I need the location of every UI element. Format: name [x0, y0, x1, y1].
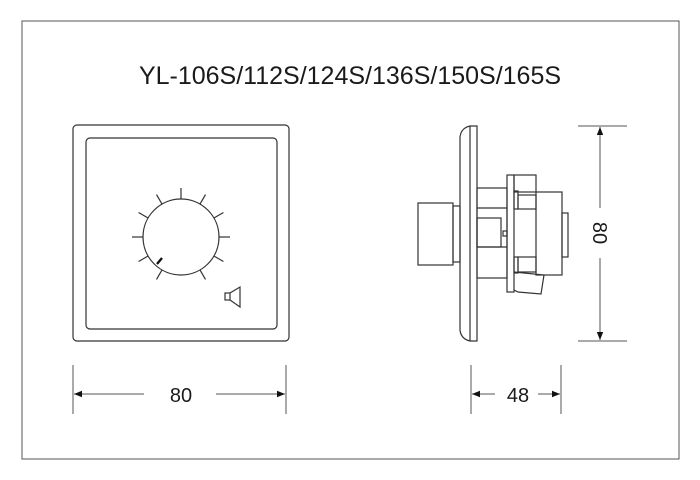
- knob-tick: [213, 211, 224, 219]
- side-height-label: 80: [588, 222, 610, 244]
- knob-tick: [155, 269, 163, 280]
- knob-tick: [213, 255, 224, 263]
- outer-plate: [72, 124, 290, 342]
- knob-tick: [138, 211, 149, 219]
- side-view: [417, 125, 569, 342]
- dimension-front-width: 80: [72, 365, 287, 414]
- dimension-side-depth: 48: [470, 365, 562, 414]
- knob-tick: [199, 269, 207, 280]
- side-depth-label: 48: [507, 385, 529, 407]
- side-module: [535, 191, 563, 276]
- front-view: [72, 124, 290, 342]
- side-knob: [417, 202, 454, 266]
- inner-plate: [85, 137, 278, 330]
- knob-tick: [199, 194, 207, 205]
- knob-tick: [155, 194, 163, 205]
- volume-knob: [142, 198, 220, 276]
- knob-scale-ticks: [132, 188, 230, 280]
- model-title: YL-106S/112S/124S/136S/150S/165S: [139, 62, 561, 90]
- dimension-side-height: 80: [578, 125, 627, 342]
- front-width-label: 80: [170, 385, 192, 407]
- side-plate: [459, 125, 478, 342]
- side-flange: [506, 174, 515, 293]
- drawing-border: [21, 20, 680, 460]
- speaker-icon: [224, 285, 241, 309]
- knob-tick: [138, 255, 149, 263]
- knob-pointer: [156, 257, 163, 265]
